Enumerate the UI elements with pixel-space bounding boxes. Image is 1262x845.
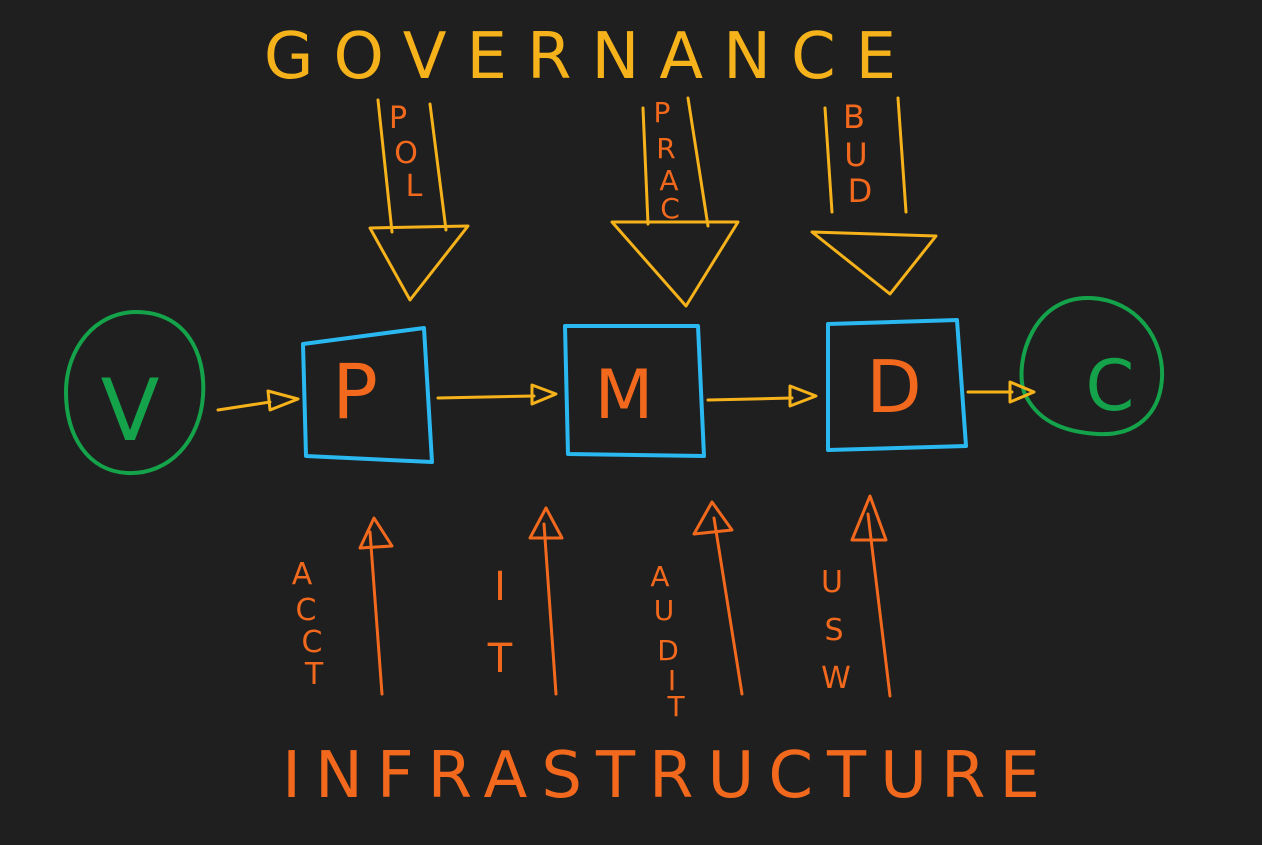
infrastructure-arrow-it (528, 506, 564, 696)
letter: T (487, 636, 513, 682)
letter: C (660, 192, 680, 225)
letter: P (654, 96, 671, 129)
stage-label: P (332, 347, 378, 436)
letter: W (821, 661, 851, 696)
letter: A (292, 557, 313, 592)
infrastructure-arrow-acct (358, 516, 394, 696)
stage-box-p: P (301, 326, 434, 464)
infrastructure-label-usw: U S W (821, 565, 851, 696)
governance-label-prac: P R A C (654, 96, 680, 225)
governance-arrow-prac (610, 96, 740, 308)
letter: U (844, 136, 867, 174)
end-node: C (1019, 295, 1165, 437)
letter: D (657, 634, 679, 667)
letter: I (494, 564, 506, 610)
letter: O (394, 136, 418, 171)
letter: B (843, 98, 865, 136)
letter: P (389, 101, 407, 136)
flow-arrow-p-to-m (436, 383, 558, 406)
infrastructure-arrow-usw (850, 494, 892, 698)
letter: U (821, 565, 843, 600)
stage-label: M (595, 356, 654, 435)
governance-label-pol: P O L (389, 101, 423, 204)
letter: R (656, 132, 675, 165)
infrastructure-label-audit: A U D I T (650, 560, 685, 723)
infrastructure-label-acct: A C C T (292, 557, 324, 692)
letter: U (654, 594, 675, 627)
end-node-label: C (1086, 345, 1135, 427)
letter: L (406, 169, 423, 204)
governance-arrow-bud (810, 96, 938, 296)
infrastructure-title: INFRASTRUCTURE (282, 739, 1054, 813)
letter: C (296, 593, 317, 628)
infrastructure-arrow-audit (692, 500, 744, 696)
letter: A (659, 164, 678, 197)
flow-arrow-v-to-p (216, 389, 300, 412)
letter: D (848, 172, 873, 210)
letter: T (666, 690, 685, 723)
governance-label-bud: B U D (843, 98, 872, 210)
stage-box-d: D (826, 318, 968, 452)
letter: I (668, 664, 676, 697)
infrastructure-label-it: I T (487, 564, 513, 682)
governance-title: GOVERNANCE (264, 20, 916, 94)
flow-arrow-m-to-d (706, 384, 818, 408)
flow-arrow-d-to-c (966, 380, 1036, 404)
start-node-label: V (101, 361, 160, 461)
stage-label: D (866, 345, 921, 429)
stage-box-m: M (563, 324, 706, 458)
letter: S (824, 613, 843, 648)
letter: T (304, 657, 324, 692)
start-node: V (63, 309, 206, 476)
letter: C (302, 625, 323, 660)
governance-arrow-pol (368, 98, 470, 302)
letter: A (650, 560, 669, 593)
